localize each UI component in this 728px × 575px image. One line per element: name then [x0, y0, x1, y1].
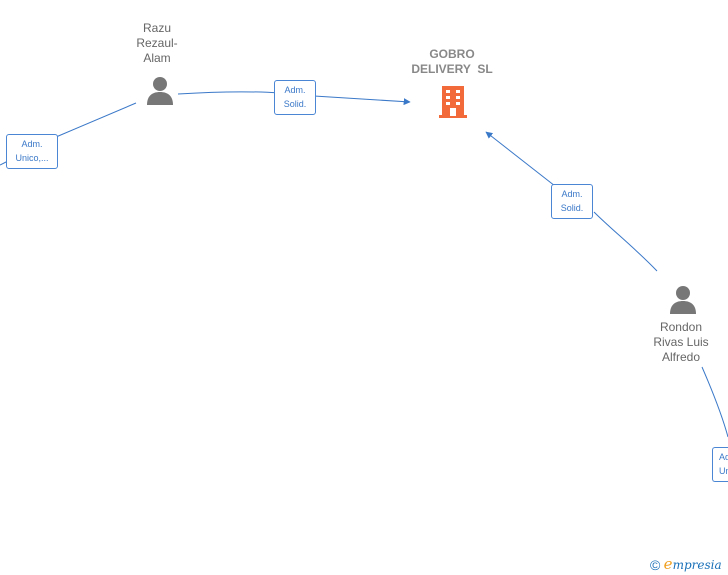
copyright-symbol: ©	[650, 557, 661, 573]
edge-label-razu-company[interactable]: Adm. Solid.	[274, 80, 316, 115]
edge-label-line: Adm.	[719, 452, 728, 462]
edge-label-line: Unico,...	[719, 466, 728, 476]
person-name-line: Rondon	[659, 320, 703, 334]
edge-label-line: Solid.	[283, 99, 307, 109]
edge-label-line: Solid.	[560, 203, 584, 213]
edge-offscreen-to-razu-2	[55, 102, 137, 138]
person-icon[interactable]	[145, 76, 175, 106]
person-label-rondon[interactable]: Rondon Rivas Luis Alfredo	[636, 320, 726, 365]
edge-label-line: Adm.	[21, 139, 43, 149]
empresia-logo: © empresia	[650, 555, 722, 573]
brand-e: e	[663, 555, 673, 573]
company-name-line1: GOBRO	[429, 47, 475, 61]
person-icon[interactable]	[668, 285, 698, 315]
person-name-line: Rezaul-	[136, 36, 178, 50]
person-name-line: Alfredo	[661, 350, 701, 364]
person-label-razu[interactable]: Razu Rezaul- Alam	[112, 21, 202, 66]
edge-label-line: Unico,...	[15, 153, 49, 163]
brand-name: mpresia	[672, 558, 722, 572]
edge-rondon-to-company	[593, 211, 658, 272]
company-name-line2: DELIVERY SL	[411, 62, 493, 76]
person-name-line: Rivas Luis	[653, 335, 709, 349]
edge-razu-to-company-arrow	[313, 95, 411, 106]
person-name-line: Alam	[143, 51, 171, 65]
edge-label-rondon-company[interactable]: Adm. Solid.	[551, 184, 593, 219]
edge-razu-to-company	[177, 91, 281, 95]
company-name[interactable]: GOBRO DELIVERY SL	[392, 47, 512, 77]
edge-label-offscreen-rondon[interactable]: Adm. Unico,...	[712, 447, 728, 482]
edge-offscreen-to-rondon	[701, 366, 728, 438]
edge-label-offscreen-razu[interactable]: Adm. Unico,...	[6, 134, 58, 169]
edge-rondon-to-company-arrow	[485, 131, 556, 187]
edge-label-line: Adm.	[284, 85, 306, 95]
building-icon[interactable]	[437, 83, 469, 119]
person-name-line: Razu	[142, 21, 171, 35]
edge-label-line: Adm.	[561, 189, 583, 199]
